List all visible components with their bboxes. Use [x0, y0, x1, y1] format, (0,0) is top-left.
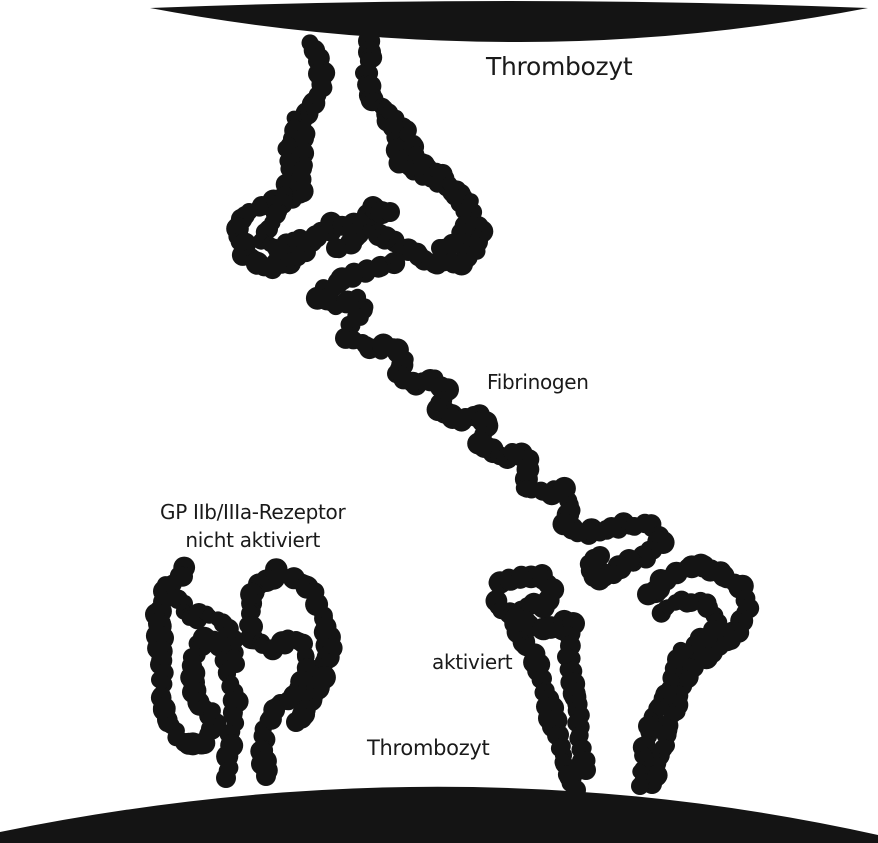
top-platelet-membrane [150, 1, 868, 42]
active-receptor-right-arm [637, 554, 759, 794]
top-platelet-label: Thrombozyt [486, 52, 632, 81]
bottom-platelet-label: Thrombozyt [367, 736, 489, 760]
receptor-activated-label: aktiviert [432, 650, 512, 674]
receptor-label-line1: GP IIb/IIIa-Rezeptor [160, 498, 345, 526]
top-receptor-right-arm [355, 30, 493, 276]
fibrinogen-label: Fibrinogen [487, 370, 589, 394]
receptor-label-line2: nicht aktiviert [160, 526, 345, 554]
fibrinogen-molecule [306, 252, 675, 590]
bottom-platelet-membrane [0, 787, 878, 843]
receptor-inactive-label: GP IIb/IIIa-Rezeptor nicht aktiviert [160, 498, 345, 554]
